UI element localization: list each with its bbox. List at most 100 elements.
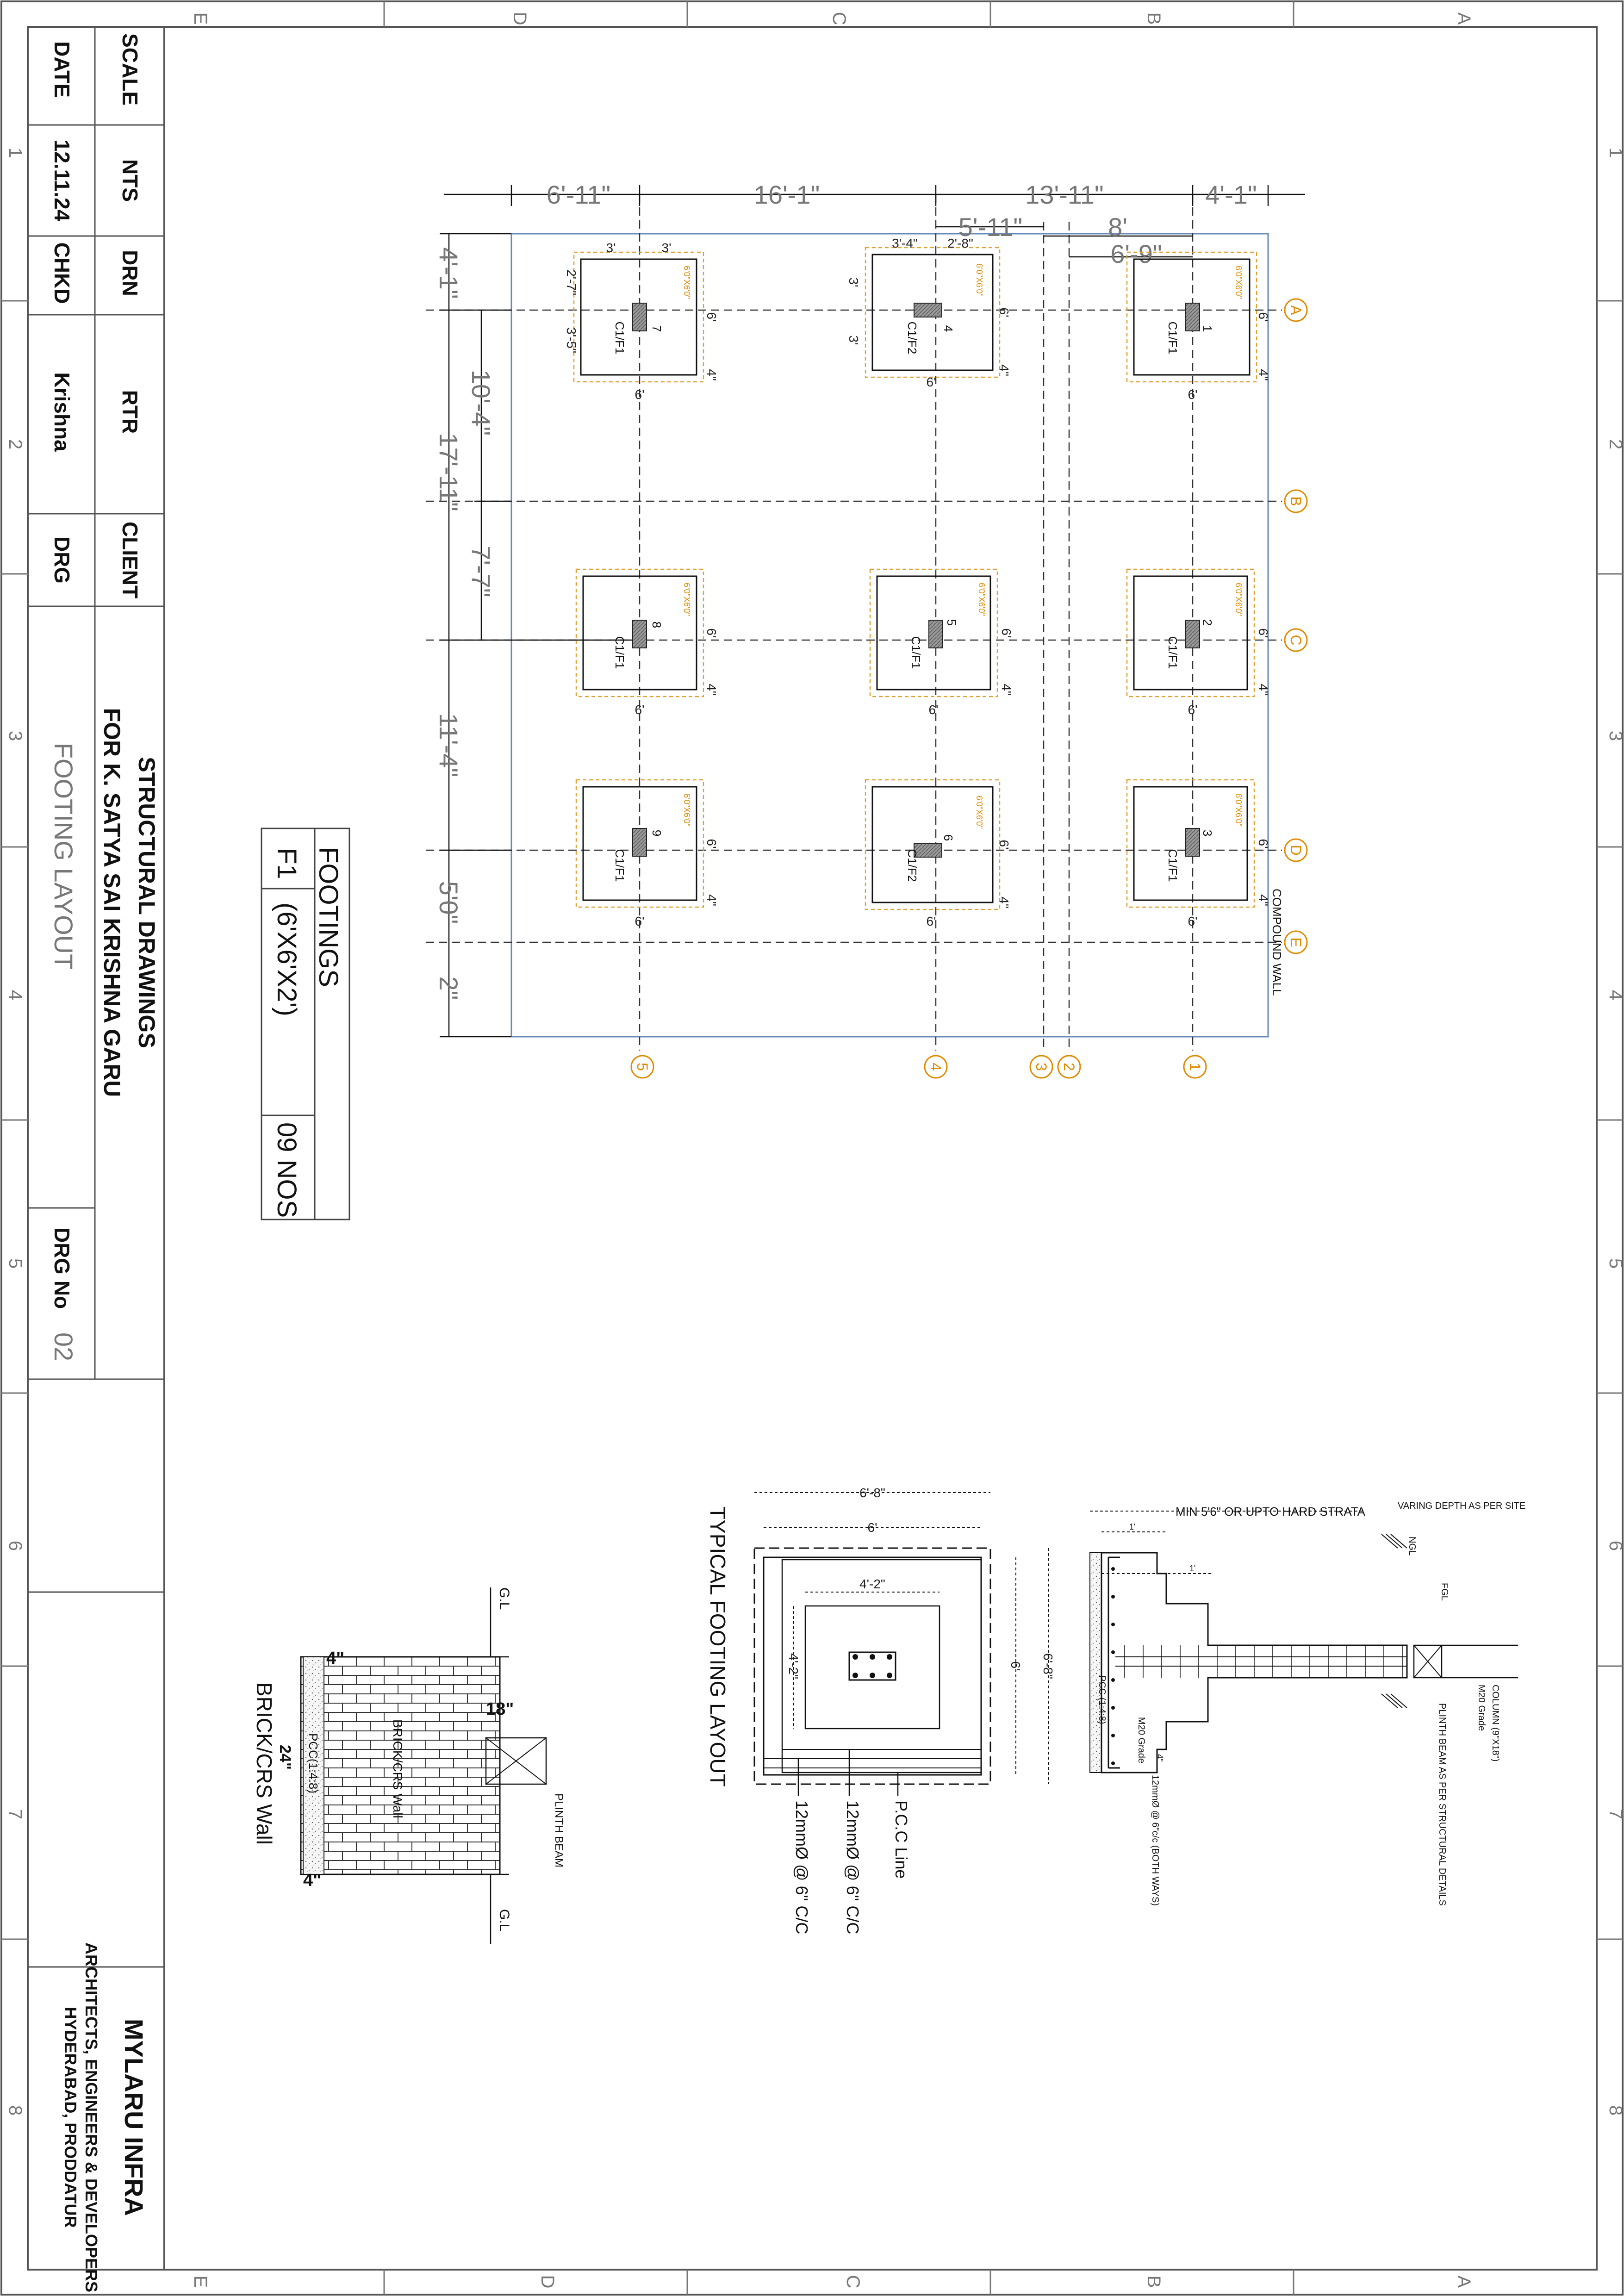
schedule-title: FOOTINGS [313,847,343,987]
wall-dim-4-bottom: 4" [303,1871,321,1890]
column-number: 7 [650,325,664,332]
section-fgl: FGL [1439,1583,1450,1601]
section-dim-4: 4" [1155,1754,1164,1761]
border-letter: A [1454,2276,1474,2288]
column-2 [1185,620,1200,648]
section-dim-1a: 1' [1129,1522,1135,1531]
footing4-dim: 2'-8" [947,236,973,250]
drn-label: DRN [118,250,142,296]
schedule-size: (6'X6'X2') [272,902,302,1016]
section-m20-column: M20 Grade [1476,1685,1487,1731]
grid-bubble-e: E [1288,937,1304,947]
chkd-value: Krishna [50,372,74,452]
grid-bubble-3: 3 [1033,1063,1050,1071]
section-column: COLUMN (9"X18") [1490,1685,1500,1761]
compound-wall-label: COMPOUND WALL [1270,889,1284,996]
callout-bar-2: 12mmØ @ 6" C/C [843,1800,862,1934]
footing-depth-note: 6'0"X6'0" [682,583,691,616]
footing-3 [1133,786,1248,901]
grid-bubble-a: A [1288,305,1304,315]
footing-4 [871,254,994,371]
footing7-dim: 3'-5" [564,327,579,353]
footing-dim: 6' [635,387,645,402]
wall-dim-4-top: 4" [326,1649,344,1668]
column-number: 5 [945,619,958,626]
border-letter: B [1144,2276,1164,2288]
dim-side-3: 17'-11" [434,433,463,511]
column-3 [1185,828,1200,857]
dim-side-7: 2" [434,976,463,1000]
footing-depth-note: 6'0"X6'0" [1234,793,1243,827]
footing-dim: 6' [1256,312,1270,322]
border-number: 8 [5,2105,25,2116]
column-9 [632,828,647,857]
column-4 [914,303,942,317]
border-letter: B [1144,12,1164,25]
wall-dim-18: 18" [486,1699,514,1719]
footing-tag: C1/F1 [613,636,627,669]
wall-label: BRICK/CRS Wall [391,1719,405,1818]
footing-schedule: FOOTINGS F1 (6'X6'X2') 09 NOS [261,828,350,1220]
border-number: 3 [5,731,25,741]
firm-location: HYDERABAD, PRODDATUR [61,2007,80,2228]
footing-2 [1133,575,1248,691]
column-1 [1185,303,1200,331]
drg-no-label: DRG No [50,1227,74,1309]
typical-dim-mid-v: 6' [1008,1661,1023,1671]
rtr-label: RTR [118,390,142,434]
footing-dim: 4" [999,684,1014,696]
grid-bubble-2: 2 [1061,1063,1077,1071]
dim-side-2: 10'-4" [467,370,496,436]
column-number: 6 [941,834,955,841]
drawing-name: FOOTING LAYOUT [49,743,78,970]
border-letter: D [537,2275,558,2289]
column-number: 9 [650,830,664,836]
firm-tagline: ARCHITECTS, ENGINEERS & DEVELOPERS [82,1942,101,2292]
footing-tag: C1/F1 [613,849,627,882]
footing-tag: C1/F1 [613,322,627,355]
column-5 [928,620,943,648]
typical-dim-inner-v: 4'-2" [786,1653,801,1679]
dim-side-1: 4'-1" [434,247,463,299]
client-label: CLIENT [118,522,142,598]
typical-dim-outer: 6'-8" [859,1486,885,1500]
date-value: 12.11.24 [50,140,74,222]
dim-top-1: 6'-11" [547,180,611,209]
title-block: SCALE NTS DRN RTR CLIENT DATE 12.11.24 C… [28,27,165,2292]
footing-dim: 4" [704,894,719,906]
footing-dim: 6' [1256,628,1270,638]
dim-top-4: 4'-1" [1205,180,1257,209]
drg-label: DRG [50,536,74,584]
dim-top-3: 13'-11" [1025,180,1104,209]
footing4-dim: 3' [846,278,861,287]
footing-tag: C1/F1 [1166,636,1180,669]
footing-dim: 6' [1188,703,1198,717]
border-number: 1 [5,148,25,158]
border-letter: E [190,12,211,25]
footing4-dim: 3'-4" [892,236,918,250]
border-number: 4 [1605,990,1624,1000]
border-number: 2 [5,439,25,449]
column-6 [914,843,942,858]
footing-dim: 6' [635,703,645,717]
footing-dim: 6' [1188,914,1198,928]
section-dim-1b: 1' [1189,1564,1195,1573]
dim-top-2: 16'-1" [754,180,820,209]
footing-dim: 4" [1256,894,1270,906]
footing-5 [876,575,991,691]
dim-top-inner-2: 8' [1108,212,1127,242]
brick-wall-section: G.L G.L PLINTH BEAM BRICK/CRS Wall PCC(1… [252,1587,565,1944]
border-number: 7 [1605,1809,1624,1819]
footing-dim: 6' [635,914,645,928]
footing-tag: C1/F1 [1166,849,1180,882]
typical-footing-detail: 6'-8" 6' 4'-2" 6'-8" 6' 4'-2" TYPICAL FO… [706,1486,1055,1934]
column-8 [632,620,647,648]
footing-dim: 4" [704,369,719,381]
grid-bubble-d: D [1288,845,1304,855]
footing-depth-note: 6'0"X6'0" [682,793,691,827]
footing-8 [582,575,697,691]
footing-9 [582,786,697,901]
border-letter: C [829,12,849,25]
